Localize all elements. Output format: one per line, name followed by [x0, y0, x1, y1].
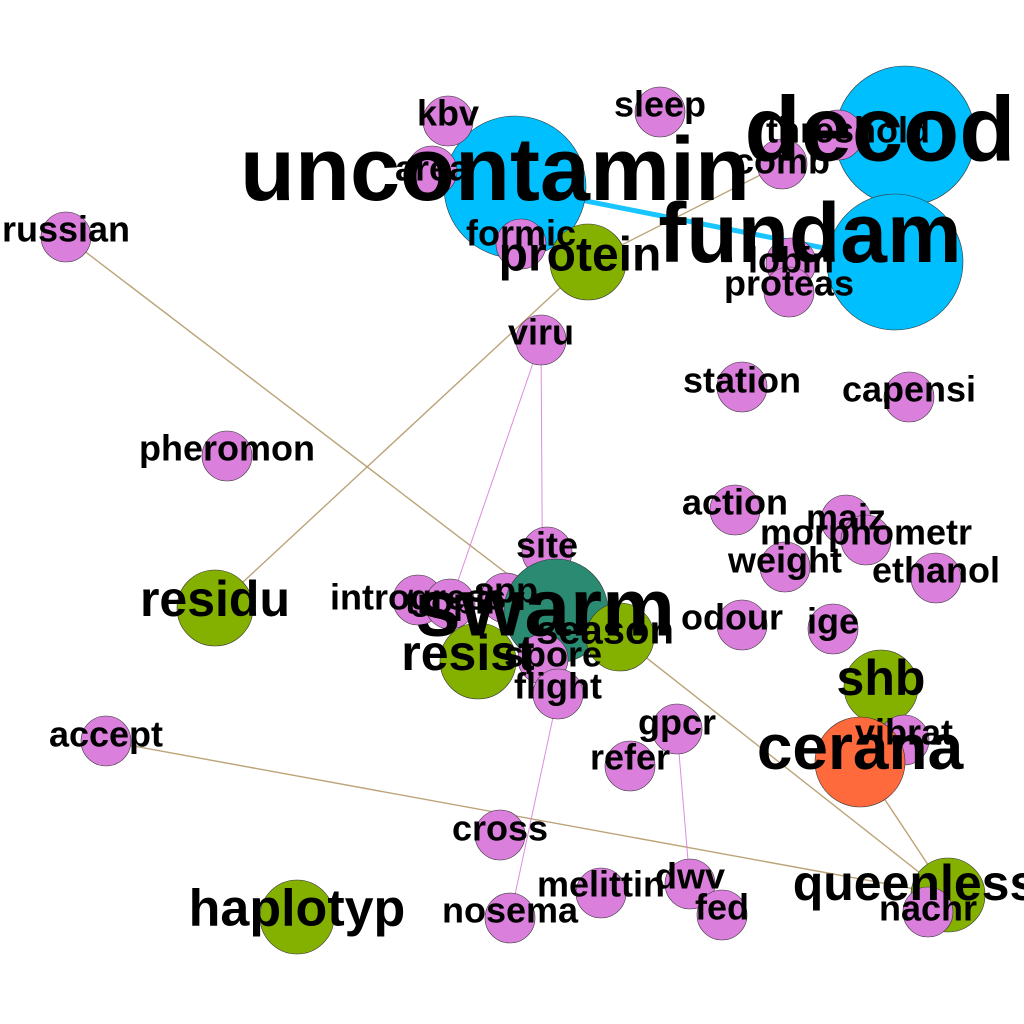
- node-melittin[interactable]: [575, 867, 627, 919]
- node-flight[interactable]: [532, 668, 584, 720]
- node-haplotyp[interactable]: [259, 879, 335, 955]
- node-label-swarm: swarm: [415, 563, 675, 654]
- node-label-site: site: [516, 525, 578, 566]
- node-label-flight: flight: [514, 666, 602, 707]
- node-label-melittin: melittin: [537, 864, 665, 905]
- node-label-shb: shb: [837, 650, 926, 706]
- node-ige[interactable]: [807, 603, 859, 655]
- node-cerana[interactable]: [814, 716, 906, 808]
- node-label-viru: viru: [508, 312, 574, 353]
- node-label-ethanol: ethanol: [872, 550, 1000, 591]
- node-label-haplotyp: haplotyp: [189, 880, 406, 938]
- node-label-lobin: lobin: [748, 240, 834, 281]
- node-label-spp: spp: [474, 570, 538, 611]
- node-nosema[interactable]: [484, 892, 536, 944]
- node-label-cerana: cerana: [757, 711, 964, 783]
- node-comb[interactable]: [756, 138, 808, 190]
- node-nachr[interactable]: [902, 886, 954, 938]
- edge-residu-protein: [214, 261, 589, 609]
- node-label-threshold: threshold: [766, 110, 930, 151]
- edge-flight-nosema: [509, 693, 559, 919]
- node-label-sleep: sleep: [614, 84, 706, 125]
- node-label-fed: fed: [695, 887, 749, 928]
- node-label-refer: refer: [590, 737, 670, 778]
- node-tropil[interactable]: [424, 578, 476, 630]
- node-cross[interactable]: [474, 809, 526, 861]
- node-dwv[interactable]: [664, 858, 716, 910]
- node-label-uncontamin: uncontamin: [240, 120, 750, 220]
- node-label-vibrat: vibrat: [855, 712, 953, 753]
- node-label-residu: residu: [140, 571, 290, 627]
- node-label-gpcr: gpcr: [638, 702, 716, 743]
- edge-accept-queenless: [105, 740, 949, 896]
- node-label-russian: russian: [2, 209, 130, 250]
- node-sleep[interactable]: [634, 86, 686, 138]
- node-label-nosema: nosema: [442, 890, 579, 931]
- node-label-maiz: maiz: [806, 497, 886, 538]
- node-pheromon[interactable]: [201, 430, 253, 482]
- node-ethanol[interactable]: [910, 552, 962, 604]
- node-label-spore: spore: [504, 634, 602, 675]
- node-refer[interactable]: [604, 740, 656, 792]
- node-layer: [40, 65, 986, 955]
- node-viru[interactable]: [515, 314, 567, 366]
- node-label-capensi: capensi: [842, 369, 976, 410]
- node-protein[interactable]: [549, 223, 627, 301]
- node-label-fundam: fundam: [658, 186, 961, 280]
- node-season[interactable]: [585, 602, 655, 672]
- node-label-accept: accept: [49, 714, 163, 755]
- node-label-cross: cross: [452, 808, 548, 849]
- node-morphometr[interactable]: [840, 514, 892, 566]
- node-label-comb: comb: [734, 141, 830, 182]
- node-label-ige: ige: [807, 601, 859, 642]
- node-threshold[interactable]: [812, 109, 864, 161]
- node-label-nachr: nachr: [879, 888, 977, 929]
- node-resist[interactable]: [439, 622, 517, 700]
- node-label-introgress: introgress: [330, 577, 506, 618]
- node-label-tropil: tropil: [405, 581, 495, 622]
- node-station[interactable]: [716, 361, 768, 413]
- node-label-decod: decod: [745, 78, 1016, 180]
- node-action[interactable]: [709, 484, 761, 536]
- node-label-queenless: queenless: [793, 855, 1024, 911]
- node-proteas[interactable]: [763, 266, 815, 318]
- node-fundam[interactable]: [826, 193, 964, 331]
- node-label-area: area: [395, 148, 470, 189]
- node-area[interactable]: [406, 145, 458, 197]
- edge-viru-tropil: [449, 339, 542, 605]
- edge-season-queenless: [619, 636, 949, 896]
- node-label-pheromon: pheromon: [139, 428, 315, 469]
- node-fed[interactable]: [696, 889, 748, 941]
- node-label-station: station: [683, 360, 801, 401]
- node-formic[interactable]: [495, 218, 547, 270]
- node-capensi[interactable]: [883, 371, 935, 423]
- node-label-dwv: dwv: [655, 856, 725, 897]
- node-label-proteas: proteas: [724, 263, 854, 304]
- node-label-action: action: [682, 482, 788, 523]
- node-label-weight: weight: [727, 540, 842, 581]
- node-kbv[interactable]: [422, 95, 474, 147]
- node-weight[interactable]: [759, 541, 811, 593]
- node-label-morphometr: morphometr: [760, 512, 972, 553]
- node-label-protein: protein: [499, 229, 662, 282]
- edge-russian-swarm: [65, 236, 557, 612]
- node-gpcr[interactable]: [651, 703, 703, 755]
- node-odour[interactable]: [716, 599, 768, 651]
- node-label-season: season: [536, 609, 674, 653]
- node-residu[interactable]: [176, 569, 254, 647]
- node-label-resist: resist: [401, 625, 535, 681]
- node-accept[interactable]: [80, 715, 132, 767]
- edge-gpcr-dwv: [676, 728, 691, 885]
- node-label-formic: formic: [466, 213, 576, 254]
- node-russian[interactable]: [40, 211, 92, 263]
- node-label-kbv: kbv: [417, 93, 479, 134]
- node-label-odour: odour: [681, 597, 783, 638]
